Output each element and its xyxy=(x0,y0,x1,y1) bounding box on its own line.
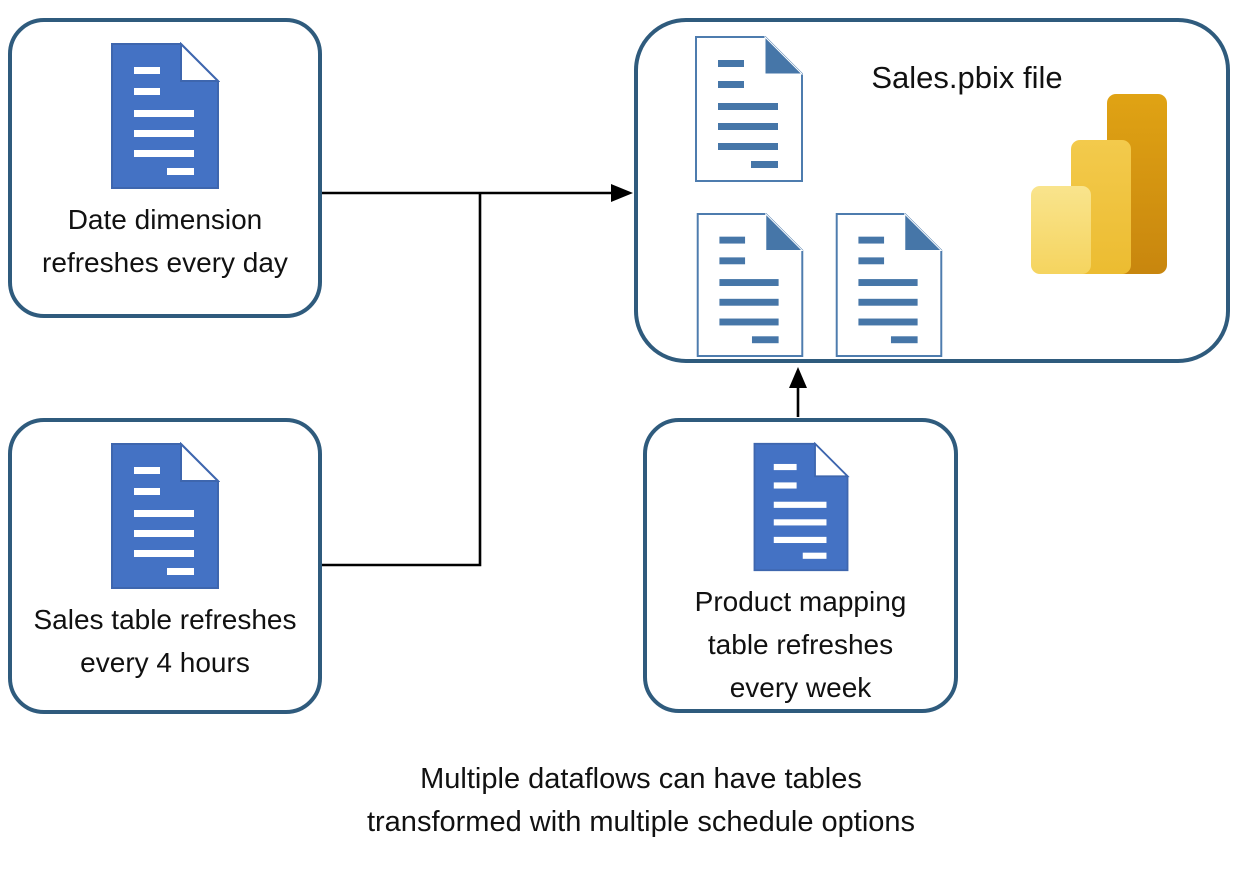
label-line: every week xyxy=(729,672,872,703)
box-date-dimension: Date dimension refreshes every day xyxy=(8,18,322,318)
document-icon xyxy=(110,42,220,190)
label-line: every 4 hours xyxy=(80,647,250,678)
box-product-mapping: Product mapping table refreshes every we… xyxy=(643,418,958,713)
date-dimension-label: Date dimension refreshes every day xyxy=(42,198,288,284)
label-line: Product mapping xyxy=(694,586,907,617)
label-line: Sales table refreshes xyxy=(33,604,297,635)
caption-line: Multiple dataflows can have tables xyxy=(420,763,862,795)
power-bi-logo xyxy=(1029,92,1209,276)
power-bi-bar-small xyxy=(1031,186,1091,274)
document-outline-icon xyxy=(694,34,804,184)
connector-sales-elbow xyxy=(322,194,482,567)
label-line: refreshes every day xyxy=(42,247,288,278)
product-mapping-label: Product mapping table refreshes every we… xyxy=(695,580,907,709)
arrow-product-to-pbix xyxy=(789,367,807,417)
box-pbix-file: Sales.pbix file xyxy=(634,18,1230,363)
document-icon xyxy=(747,442,855,572)
box-sales-table: Sales table refreshes every 4 hours xyxy=(8,418,322,714)
caption-line: transformed with multiple schedule optio… xyxy=(366,806,916,838)
sales-table-label: Sales table refreshes every 4 hours xyxy=(33,598,296,684)
document-icon xyxy=(110,442,220,590)
label-line: Date dimension xyxy=(67,204,263,235)
pbix-file-title: Sales.pbix file xyxy=(871,60,1063,95)
document-outline-icon xyxy=(834,212,944,358)
label-line: table refreshes xyxy=(707,629,894,660)
arrow-dataflows-to-pbix xyxy=(322,184,633,202)
document-outline-icon xyxy=(695,212,805,358)
diagram-caption: Multiple dataflows can have tables trans… xyxy=(41,758,1238,844)
